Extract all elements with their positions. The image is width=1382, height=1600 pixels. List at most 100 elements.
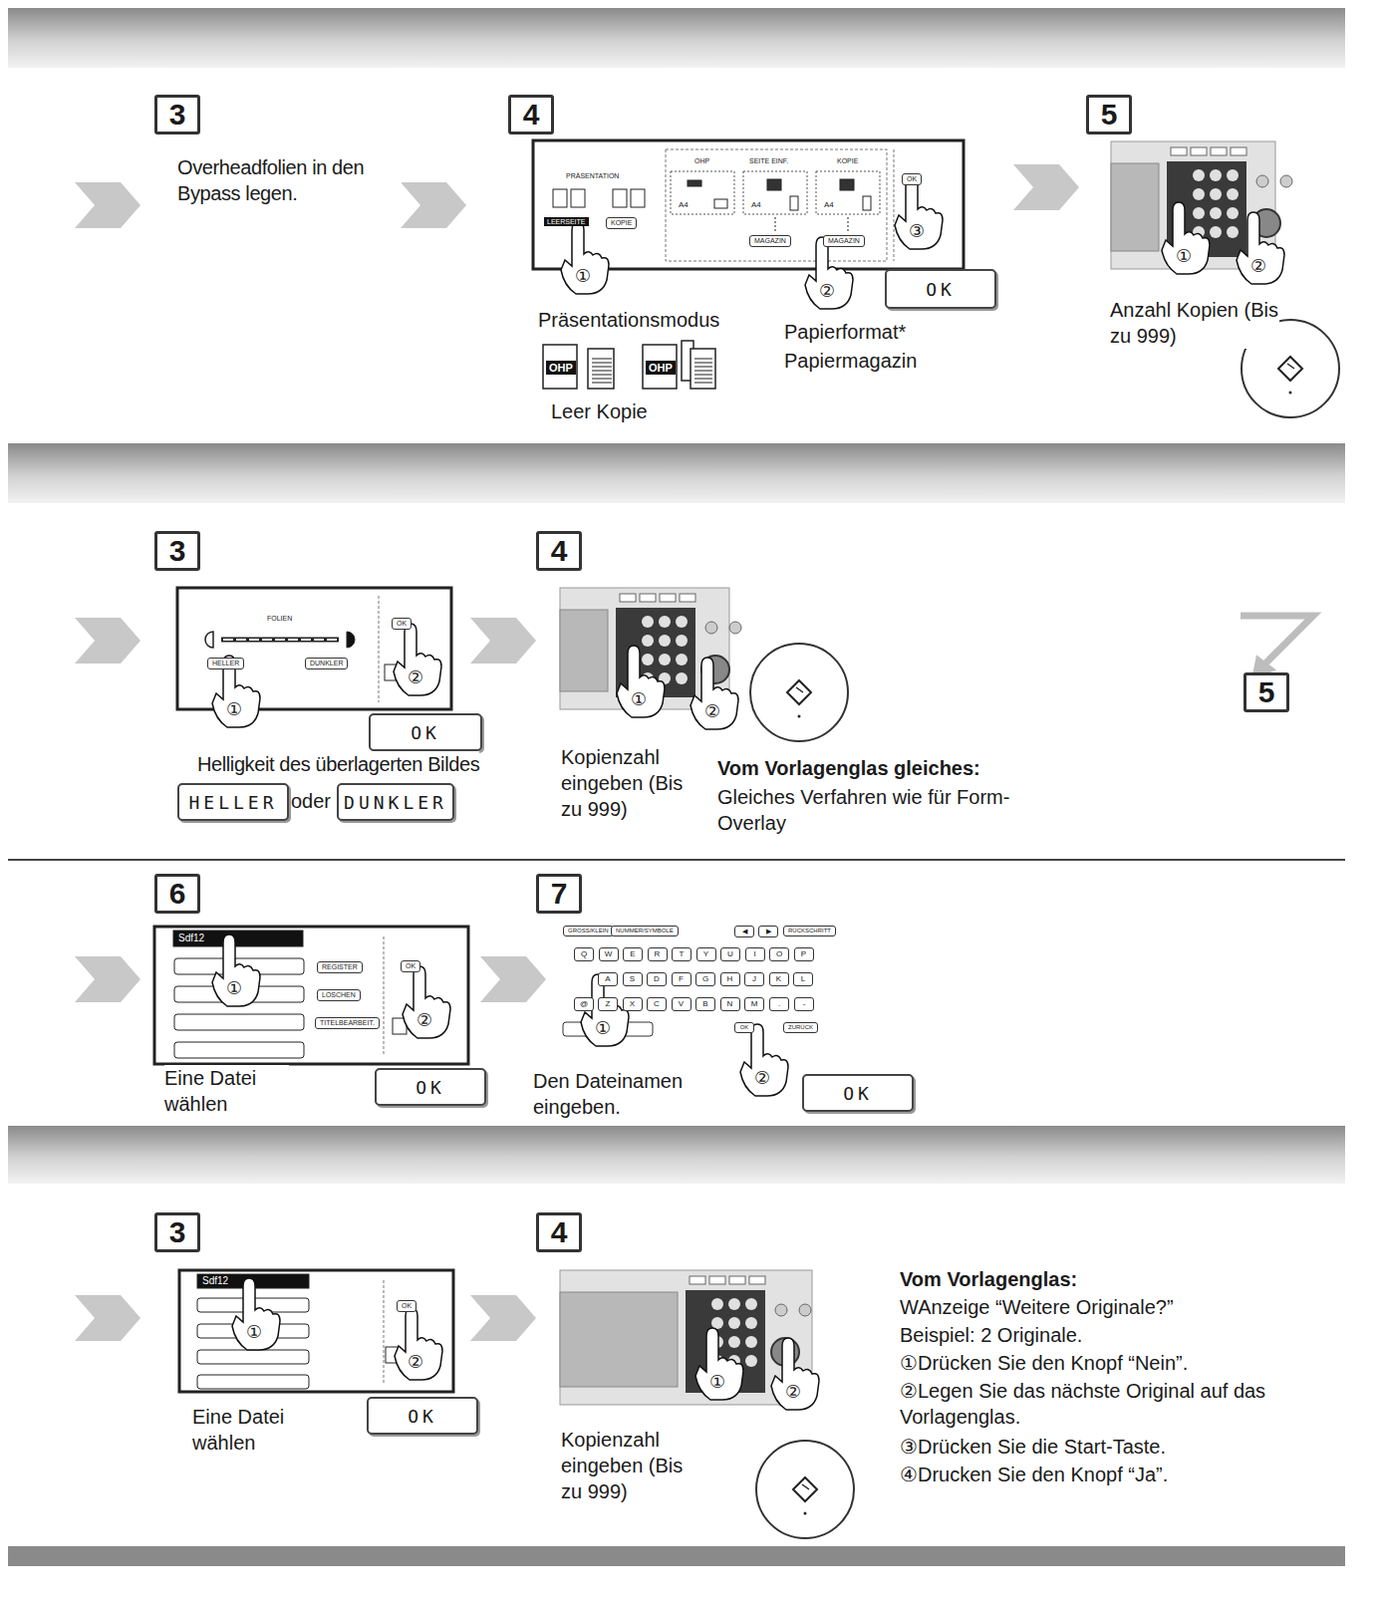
node-text: 4: [551, 534, 568, 568]
chevron-arrow: [74, 1295, 141, 1342]
caption-text: Beispiel: 2 Originale.: [899, 1322, 1083, 1349]
pointing-hand: [740, 1024, 789, 1097]
page-line: [591, 365, 612, 367]
caption-text: oder: [290, 788, 331, 815]
node-text: OK: [842, 1083, 873, 1105]
node-text: OK: [415, 1077, 446, 1099]
screen-button: MAGAZIN: [749, 235, 792, 248]
caption-text: PRÄSENTATION: [565, 171, 619, 181]
keyboard-key: Q: [573, 947, 594, 962]
callout-number: ①: [1175, 247, 1192, 266]
node-text: 6: [169, 876, 187, 911]
caption-text: Kopienzahl eingeben (Bis zu 999): [560, 744, 706, 823]
goto-arrow: [1240, 615, 1314, 678]
node-text: 3: [169, 97, 187, 132]
screen-button: OK: [396, 1300, 417, 1313]
caption-text: A4: [678, 200, 689, 211]
page-line: [591, 361, 612, 363]
node-text: 4: [523, 97, 541, 132]
page-line: [694, 365, 713, 367]
caption-text: KOPIE: [836, 156, 858, 166]
start-buttons: [750, 319, 1340, 1539]
keyboard-key: P: [794, 947, 815, 962]
keyboard-key: N: [720, 997, 741, 1012]
node-text: OK: [925, 278, 956, 300]
keyboard-key: -: [794, 997, 815, 1012]
pointing-hand: [212, 934, 261, 1007]
callout-number: ②: [819, 281, 835, 300]
callout-number: ②: [407, 668, 424, 687]
page-line: [591, 377, 612, 379]
callout-number: ①: [594, 1019, 611, 1038]
keyboard-key: W: [598, 947, 619, 962]
ok-button: OK: [366, 1396, 479, 1435]
pointing-hand: [771, 1338, 820, 1410]
keyboard-key: M: [744, 997, 765, 1012]
node-text: 3: [169, 534, 187, 568]
caption-text: Kopienzahl eingeben (Bis zu 999): [560, 1426, 706, 1505]
node-text: 3: [169, 1215, 187, 1250]
caption-text: Anzahl Kopien (Bis zu 999): [1109, 296, 1280, 349]
caption-text: Sdf12: [199, 1274, 232, 1288]
header-bands: [7, 7, 1346, 1567]
caption-text: ④Drucken Sie den Knopf “Ja”.: [899, 1461, 1168, 1488]
pointing-hand: [695, 1328, 744, 1400]
step-number: 4: [536, 1212, 582, 1253]
keyboard-key: X: [622, 997, 643, 1012]
pointing-hand: [1161, 202, 1210, 275]
screen-button: HELLER: [207, 657, 245, 670]
page-line: [694, 369, 713, 371]
callout-number: ①: [630, 690, 647, 709]
keyboard-key: I: [745, 947, 766, 962]
ok-button: DUNKLER: [336, 783, 455, 822]
caption-text: Präsentationsmodus: [538, 306, 720, 333]
caption-text: ③Drücken Sie die Start-Taste.: [899, 1433, 1166, 1460]
page-line: [694, 357, 713, 359]
callout-number: ①: [574, 267, 591, 285]
screen-button: REGISTER: [316, 961, 363, 974]
ok-button: HELLER: [177, 783, 289, 822]
keyboard-key: D: [646, 972, 667, 987]
callout-number: ②: [754, 1069, 771, 1088]
node-text: 5: [1258, 675, 1276, 710]
step-chevrons: [74, 164, 1080, 1342]
keyboard-key: B: [695, 997, 716, 1012]
node-text: 4: [551, 1215, 568, 1250]
caption-text: Overheadfolien in den Bypass legen.: [177, 154, 402, 207]
keyboard-key: A: [597, 972, 618, 987]
keyboard-key: @: [573, 997, 594, 1012]
keyboard-key: K: [769, 972, 790, 987]
caption-text: Papierformat*: [784, 318, 906, 345]
step-number: 3: [154, 94, 201, 135]
caption-text: Gleiches Verfahren wie für Form-Overlay: [717, 784, 1017, 836]
chevron-arrow: [1013, 164, 1080, 211]
caption-text: LEERSEITE: [544, 217, 589, 227]
caption-text: Papiermagazin: [784, 347, 917, 374]
screen-button: LÖSCHEN: [316, 989, 361, 1002]
step-number: 3: [154, 531, 201, 571]
start-button: [750, 643, 848, 742]
step-number: 5: [1086, 94, 1132, 135]
keyboard-key: ZURÜCK: [783, 1022, 819, 1034]
callout-number: ②: [704, 702, 721, 721]
node-text: DUNKLER: [343, 792, 448, 814]
callout-number: ①: [226, 700, 243, 719]
caption-text: Helligkeit des überlagerten Bildes: [197, 751, 480, 778]
page-line: [591, 357, 612, 359]
keyboard-key: F: [671, 972, 692, 987]
ok-button: OK: [884, 269, 997, 309]
node-text: 7: [551, 876, 568, 911]
screen-button: MAGAZIN: [823, 235, 865, 248]
keyboard-key: OK: [734, 1022, 755, 1034]
caption-text: FOLIEN: [267, 613, 292, 623]
page-line: [591, 381, 612, 383]
chevron-arrow: [470, 617, 537, 664]
keyboard-key: RÜCKSCHRITT: [783, 925, 836, 937]
keyboard-key: C: [646, 997, 667, 1012]
node-text: OK: [410, 722, 441, 744]
step-number: 3: [154, 1212, 201, 1253]
caption-text: Vom Vorlagenglas gleiches:: [717, 755, 981, 782]
chevron-arrow: [74, 956, 141, 1003]
screen-button: OK: [901, 173, 922, 186]
step-number: 7: [536, 873, 582, 914]
